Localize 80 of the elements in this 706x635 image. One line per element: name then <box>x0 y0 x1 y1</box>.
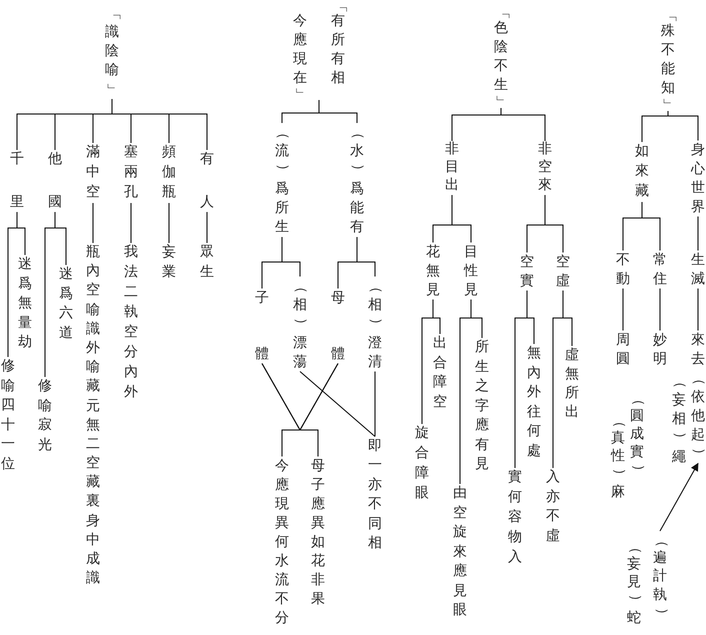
vertical-text-label: 身心世界 <box>690 140 706 216</box>
connector-line <box>460 299 472 484</box>
vertical-text-label: 由空旋來應見眼 <box>452 484 468 620</box>
connector-line <box>642 202 660 251</box>
vertical-text-label: 母 <box>330 290 346 308</box>
vertical-text-label: 生滅 <box>690 250 706 288</box>
vertical-text-label: 周圓 <box>616 330 630 368</box>
connector-line <box>422 299 434 424</box>
vertical-text-label: 即一亦不同相 <box>368 436 382 554</box>
vertical-text-label: 有人 <box>200 150 214 212</box>
vertical-text-label: 妙明 <box>652 330 668 368</box>
connector-line <box>299 363 338 457</box>
connector-line <box>8 212 18 358</box>
vertical-text-label: 花無見 <box>426 242 440 300</box>
annotation-label: （圓成實） <box>630 391 644 480</box>
vertical-text-label: 眾生 <box>200 243 214 283</box>
vertical-text-label: 塞兩孔 <box>124 143 138 203</box>
vertical-text-label: 修喻四十一位 <box>0 357 16 474</box>
vertical-text-label: 所生之字應有見 <box>474 338 490 474</box>
vertical-text-label: 修喻寂光 <box>38 377 52 455</box>
vertical-text-label: 迷爲無量劫 <box>18 255 32 352</box>
connector-line <box>356 236 376 277</box>
vertical-text-label: 今應現在」 <box>292 12 308 100</box>
vertical-text-label: 空虛 <box>556 252 570 290</box>
connector-line <box>374 371 376 437</box>
connector-line <box>668 110 698 141</box>
connector-line <box>622 288 624 331</box>
vertical-text-label: 非空來 <box>538 141 552 195</box>
connector-line <box>130 202 132 244</box>
vertical-text-label: 虛無所出 <box>564 346 580 422</box>
connector-line <box>544 194 564 253</box>
vertical-text-label: 空實 <box>520 252 534 290</box>
connector-line <box>300 371 376 437</box>
vertical-text-label: 出合障空 <box>432 334 448 412</box>
vertical-text-label: （依他起） <box>690 368 706 464</box>
vertical-text-label: 今應現異何水流不分 <box>274 456 290 628</box>
vertical-text-label: 千里 <box>10 150 24 212</box>
connector-line <box>552 290 564 468</box>
connector-line <box>44 212 56 378</box>
vertical-text-label: 妄業 <box>162 243 176 283</box>
annotation-label: （妄相）繩 <box>672 374 686 467</box>
vertical-text-label: 母子應異如花非果 <box>310 456 326 608</box>
vertical-text-label: 體 <box>330 346 346 364</box>
vertical-text-label: 子 <box>254 290 270 308</box>
vertical-text-label: 滿中空 <box>86 143 100 203</box>
vertical-text-label: （水）爲能有 <box>350 123 364 237</box>
vertical-text-label: 「色陰不生」 <box>494 6 508 108</box>
vertical-text-label: 瓶內空喻識外喻藏元無二空藏裏身中成識 <box>86 243 100 589</box>
connector-line <box>206 212 208 244</box>
vertical-text-label: 「識陰喻」 <box>104 4 120 99</box>
connector-line <box>168 202 170 244</box>
connector-line <box>92 202 94 244</box>
vertical-text-label: （相）澄清 <box>368 276 382 372</box>
vertical-text-label: 旋合障眼 <box>414 424 430 504</box>
vertical-text-label: （流）爲所生 <box>274 123 290 237</box>
arrow <box>660 462 698 532</box>
connector-line <box>282 236 300 277</box>
vertical-text-label: 入亦不虛 <box>546 468 560 546</box>
vertical-text-label: 來去 <box>690 330 706 368</box>
vertical-text-label: 實何容物入 <box>508 468 522 568</box>
vertical-text-label: 他國 <box>48 150 62 212</box>
vertical-text-label: 如來藏 <box>634 142 650 202</box>
vertical-text-label: 頻伽瓶 <box>162 143 176 203</box>
connector-line <box>514 290 528 468</box>
connector-line <box>112 98 208 150</box>
annotation-label: （真性）麻 <box>610 413 626 502</box>
vertical-text-label: 迷爲六道 <box>58 265 74 343</box>
vertical-text-label: （相）漂蕩 <box>292 276 308 372</box>
vertical-text-label: 我法二執空分內外 <box>124 243 138 403</box>
vertical-text-label: 「有所有相 <box>330 0 346 88</box>
vertical-text-label: 不動 <box>616 250 630 288</box>
connector-line <box>452 194 472 243</box>
vertical-text-label: 「殊不能知」 <box>660 9 676 111</box>
vertical-text-label: 無內外往何處 <box>526 344 542 461</box>
vertical-text-label: 目性見 <box>464 242 478 300</box>
annotation-label: （妄見）蛇 <box>626 539 642 628</box>
vertical-text-label: 常住 <box>652 250 668 288</box>
vertical-text-label: 體 <box>254 346 270 364</box>
vertical-text-label: 非目出 <box>444 141 460 195</box>
vertical-text-label: （遍計執） <box>652 531 668 624</box>
